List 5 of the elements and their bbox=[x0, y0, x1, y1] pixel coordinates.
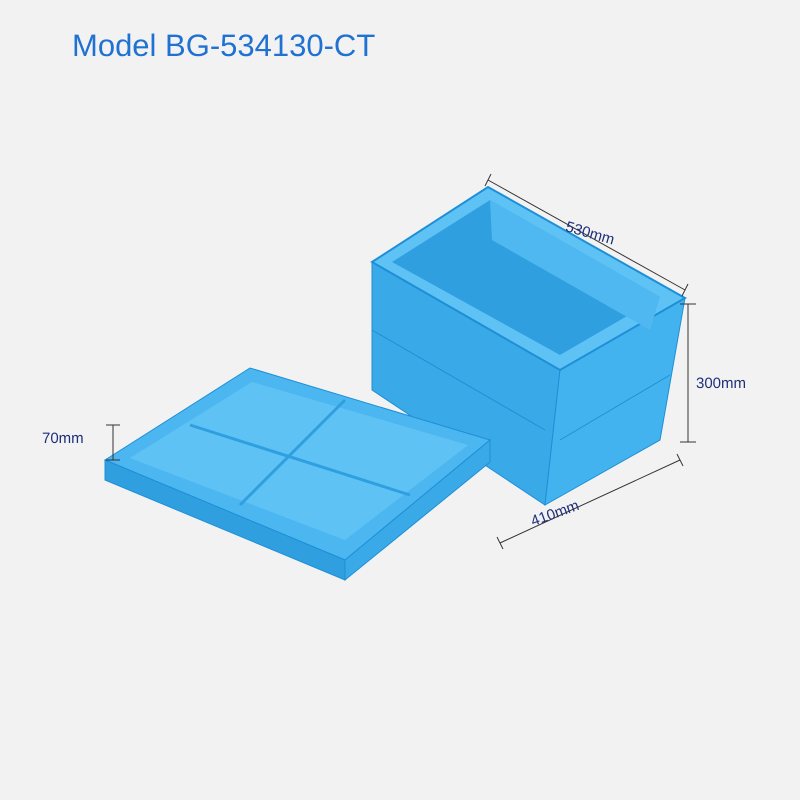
dimension-label: 530mm bbox=[564, 218, 616, 249]
dimension-label: 70mm bbox=[42, 430, 84, 447]
title-heading: Model BG-534130-CT bbox=[72, 28, 376, 64]
dimension-label: 300mm bbox=[696, 375, 746, 392]
dimension-label: 410mm bbox=[528, 496, 582, 530]
